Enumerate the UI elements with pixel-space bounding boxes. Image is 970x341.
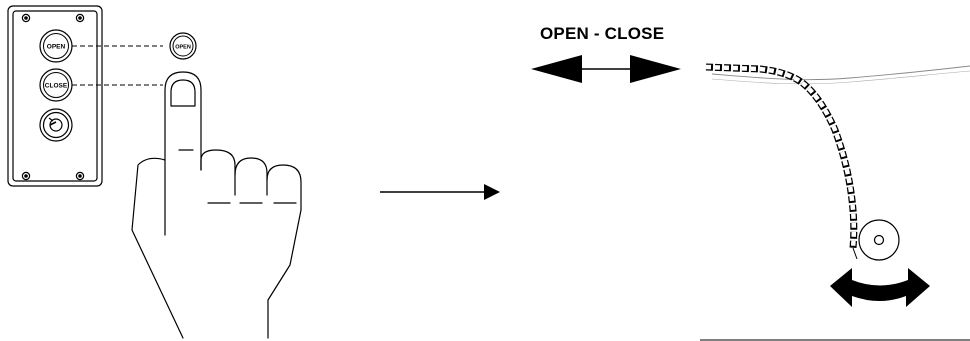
panel-outer-frame (7, 5, 103, 187)
cable-line (852, 247, 858, 260)
panel-open-button: OPEN (39, 29, 73, 63)
curtain-track-line (711, 65, 970, 81)
action-arrow-icon (380, 184, 500, 200)
panel-close-label: CLOSE (45, 83, 68, 90)
rotation-arrow-icon (830, 268, 930, 307)
pressed-open-button: OPEN (169, 32, 197, 60)
panel-screw-top-left (21, 13, 31, 23)
panel-screw-top-right (75, 13, 85, 23)
roller-drum-icon (858, 219, 900, 261)
open-close-heading: OPEN - CLOSE (540, 24, 664, 43)
panel-screw-bottom-right (75, 171, 85, 181)
control-panel (7, 5, 103, 187)
panel-open-label: OPEN (47, 44, 66, 51)
pressed-open-label: OPEN (175, 45, 191, 51)
panel-screw-bottom-left (21, 171, 31, 181)
key-switch-icon (39, 108, 73, 142)
curtain-track-line-lower (711, 70, 970, 85)
pointing-hand-icon (131, 71, 302, 339)
panel-inner-frame (12, 10, 98, 182)
rolling-curtain-slats (705, 63, 858, 249)
panel-close-button: CLOSE (39, 68, 73, 102)
bidirectional-arrow-icon (531, 55, 681, 83)
